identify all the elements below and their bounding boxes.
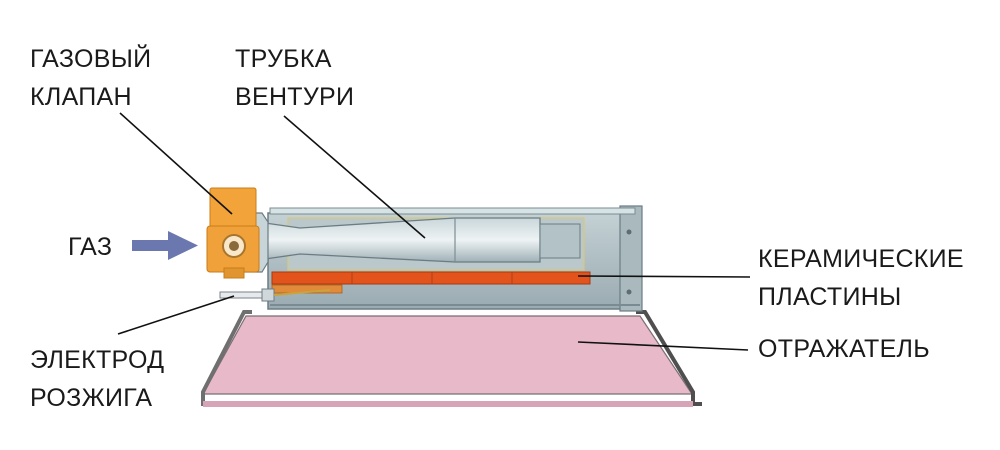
label-gas-valve-line2: КЛАПАН <box>30 83 132 111</box>
ignition-electrode <box>219 288 331 302</box>
label-venturi-tube-line2: ВЕНТУРИ <box>235 83 355 111</box>
reflector <box>201 310 702 407</box>
label-reflector: ОТРАЖАТЕЛЬ <box>758 335 930 363</box>
label-venturi-tube: ТРУБКА ВЕНТУРИ <box>235 40 354 116</box>
gas-arrow-icon <box>132 231 198 260</box>
label-venturi-tube-line1: ТРУБКА <box>235 45 332 73</box>
label-gas-valve-line1: ГАЗОВЫЙ <box>30 45 152 73</box>
label-gas: ГАЗ <box>68 233 113 261</box>
ceramic-plates <box>271 271 591 294</box>
label-ceramic-plates-line1: КЕРАМИЧЕСКИЕ <box>758 245 964 273</box>
label-gas-valve: ГАЗОВЫЙ КЛАПАН <box>30 40 151 116</box>
gas-valve <box>206 187 260 279</box>
label-ignition-electrode-line1: ЭЛЕКТРОД <box>30 346 165 374</box>
leader-lines <box>117 112 751 351</box>
label-ceramic-plates: КЕРАМИЧЕСКИЕ ПЛАСТИНЫ <box>758 240 964 316</box>
label-ceramic-plates-line2: ПЛАСТИНЫ <box>758 283 902 311</box>
label-ignition-electrode-line2: РОЗЖИГА <box>30 384 153 412</box>
label-ignition-electrode: ЭЛЕКТРОД РОЗЖИГА <box>30 341 164 417</box>
